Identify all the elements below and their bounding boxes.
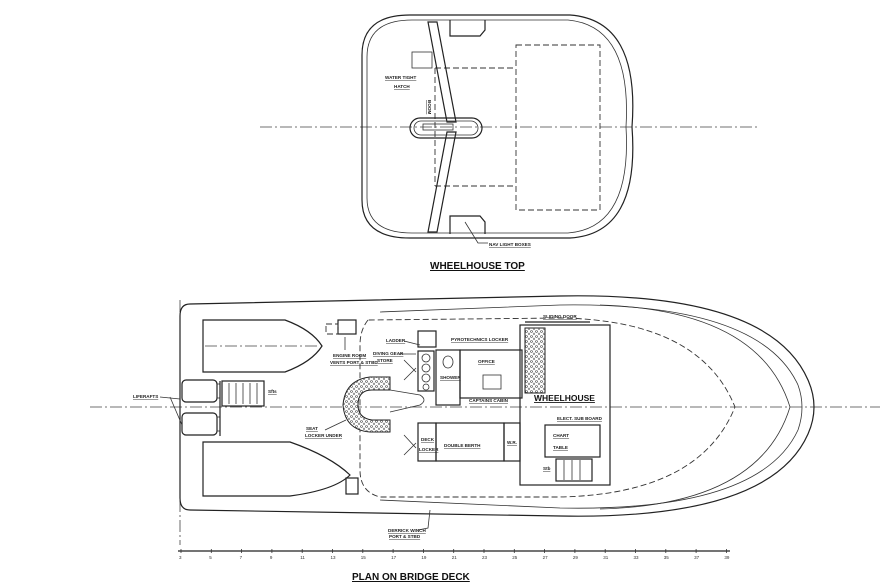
wheelhouse-room <box>519 324 611 486</box>
scale-tick-label: 33 <box>634 555 640 560</box>
bridge-deck-title: PLAN ON BRIDGE DECK <box>352 572 471 583</box>
label-vents: VENTS PORT & STBD <box>330 360 378 365</box>
scale-tick-label: 5 <box>209 555 212 560</box>
label-ladder: LADDER <box>386 338 406 343</box>
scale-tick-label: 11 <box>300 555 305 560</box>
label-derrick-winch: DERRICK WINCH <box>388 528 426 533</box>
label-diving-store: STORE <box>377 358 393 363</box>
label-port-stbd: PORT & STBD <box>389 534 421 539</box>
scale-tick-label: 13 <box>331 555 337 560</box>
label-sliding-door: SLIDING DOOR <box>543 314 577 319</box>
label-diving-gear: DIVING GEAR <box>373 351 404 356</box>
office <box>459 349 523 399</box>
label-captains-cabin: CAPTAINS CABIN <box>469 398 509 403</box>
scale-tick-label: 31 <box>603 555 609 560</box>
wr-room <box>503 422 521 462</box>
lifeboat-port <box>202 319 323 373</box>
label-boom: BOOM <box>427 100 432 114</box>
roof-dashed-panel <box>515 44 601 211</box>
watertight-hatch <box>411 51 433 69</box>
mast-arm-lower <box>427 131 457 233</box>
wheelhouse-roof-outline <box>361 14 634 239</box>
label-watertight: WATER TIGHT <box>385 75 416 80</box>
scale-tick-label: 3 <box>179 555 182 560</box>
bridge-deck-plan: LIFERAFTS Sfts ENGINE ROOM VENTS PORT & … <box>90 295 880 583</box>
steps <box>221 380 265 407</box>
scale-tick-label: 29 <box>573 555 579 560</box>
scale-tick-label: 37 <box>694 555 700 560</box>
label-shower: SHOWER <box>440 375 461 380</box>
superstructure-outline <box>359 317 736 498</box>
liferaft-2 <box>181 412 218 436</box>
chart-table <box>544 424 601 458</box>
nav-light-box-top <box>449 20 486 37</box>
label-office: OFFICE <box>478 359 495 364</box>
scale-tick-label: 27 <box>543 555 549 560</box>
nav-light-box-bottom <box>449 215 486 234</box>
seat-locker <box>342 376 391 433</box>
label-stb: Stb <box>543 466 551 471</box>
ladder <box>417 330 437 348</box>
label-table: TABLE <box>553 445 568 450</box>
toilet <box>442 355 454 369</box>
label-elect-sub-board: ELECT. SUB BOARD <box>557 416 603 421</box>
wheelhouse-top-plan: WATER TIGHT HATCH BOOM NAV LIGHT BOXES W… <box>260 14 760 272</box>
engine-room-vent-stbd <box>345 477 359 495</box>
label-liferafts: LIFERAFTS <box>133 394 158 399</box>
label-hatch: HATCH <box>394 84 410 89</box>
label-deck: DECK <box>421 437 435 442</box>
scale-tick-label: 19 <box>421 555 427 560</box>
wheelhouse-top-title: WHEELHOUSE TOP <box>430 261 525 272</box>
lifeboat-starboard <box>202 441 351 497</box>
deck-locker <box>417 422 437 462</box>
double-berth <box>435 422 505 462</box>
wheelhouse-bench <box>524 327 546 394</box>
label-wheelhouse: WHEELHOUSE <box>534 393 595 403</box>
hull-outline <box>179 295 815 517</box>
mast-base <box>409 117 483 139</box>
scale-tick-label: 23 <box>482 555 488 560</box>
label-seat: SEAT <box>306 426 318 431</box>
label-nav-light-boxes: NAV LIGHT BOXES <box>489 242 531 247</box>
label-wr: W.R. <box>507 440 517 445</box>
scale-tick-label: 25 <box>512 555 518 560</box>
engine-room-vent <box>337 319 357 335</box>
label-locker: LOCKER <box>419 447 439 452</box>
wheelhouse-steps <box>555 458 593 482</box>
scale-tick-label: 15 <box>361 555 367 560</box>
liferaft-1 <box>181 379 218 403</box>
scale-tick-label: 39 <box>724 555 730 560</box>
label-locker-under: LOCKER UNDER <box>305 433 343 438</box>
label-engine-room: ENGINE ROOM <box>333 353 366 358</box>
label-chart: CHART <box>553 433 569 438</box>
label-steps: Sfts <box>268 389 277 394</box>
scale-tick-label: 21 <box>452 555 458 560</box>
scale-tick-label: 35 <box>664 555 670 560</box>
diving-gear-store <box>417 350 435 392</box>
scale-tick-label: 17 <box>391 555 397 560</box>
scale-tick-label: 7 <box>240 555 243 560</box>
mast-arm-upper <box>427 21 457 123</box>
label-double-berth: DOUBLE BERTH <box>444 443 481 448</box>
scale-tick-label: 9 <box>270 555 273 560</box>
label-pyrotechnics: PYROTECHNICS LOCKER <box>451 337 509 342</box>
